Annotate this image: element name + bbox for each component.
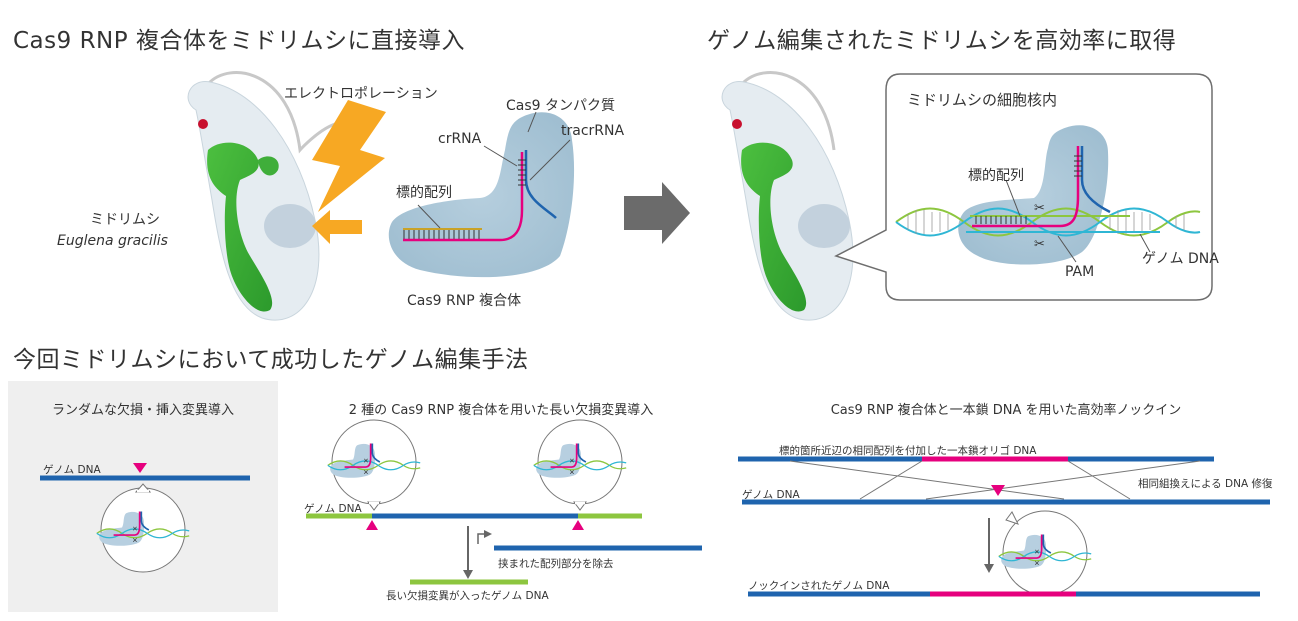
panel2-genome-label: ゲノム DNA — [304, 503, 362, 515]
panel1-title: ランダムな欠損・挿入変異導入 — [51, 403, 234, 418]
label-rnp-complex: Cas9 RNP 複合体 — [407, 293, 522, 309]
label-target-seq-left: 標的配列 — [396, 185, 452, 201]
label-electroporation: エレクトロポレーション — [284, 86, 438, 102]
panel2-removed-label: 挟まれた配列部分を除去 — [498, 558, 614, 570]
panel2-result-label: 長い欠損変異が入ったゲノム DNA — [386, 590, 549, 602]
label-crrna: crRNA — [438, 131, 482, 147]
label-cas9-protein: Cas9 タンパク質 — [506, 98, 616, 114]
eyespot — [198, 119, 208, 129]
scissors-icon-bottom: ✂ — [1034, 237, 1045, 252]
panel3-oligo-label: 標的箇所近辺の相同配列を付加した一本鎖オリゴ DNA — [779, 445, 1037, 457]
svg-text:✕: ✕ — [569, 457, 575, 465]
label-pam: PAM — [1065, 264, 1095, 280]
title-methods: 今回ミドリムシにおいて成功したゲノム編集手法 — [13, 347, 529, 373]
title-right: ゲノム編集されたミドリムシを高効率に取得 — [707, 28, 1177, 54]
euglena-cell-left — [187, 71, 336, 321]
panel3-title: Cas9 RNP 複合体と一本鎖 DNA を用いた高効率ノックイン — [830, 403, 1182, 418]
electroporation-bolt — [312, 100, 386, 244]
process-arrow — [624, 182, 690, 244]
title-left: Cas9 RNP 複合体をミドリムシに直接導入 — [13, 28, 465, 54]
label-tracrrna: tracrRNA — [561, 123, 625, 139]
label-nucleus: ミドリムシの細胞核内 — [907, 91, 1058, 109]
scissors-icon-top: ✂ — [1034, 201, 1045, 216]
panel1-genome-label: ゲノム DNA — [43, 464, 101, 476]
svg-text:✕: ✕ — [363, 457, 369, 465]
label-euglena-jp: ミドリムシ — [90, 212, 160, 228]
panel3-hr-label: 相同組換えによる DNA 修復 — [1138, 478, 1273, 490]
panel3-knockin-label: ノックインされたゲノム DNA — [748, 580, 890, 592]
panel3-genome-label: ゲノム DNA — [742, 489, 800, 501]
top-illustration: ✂ ✂ — [187, 71, 1213, 321]
svg-text:✕: ✕ — [363, 469, 369, 477]
panel2-title: 2 種の Cas9 RNP 複合体を用いた長い欠損変異導入 — [348, 403, 654, 418]
cas9-rnp-complex-left — [388, 111, 575, 278]
svg-text:✕: ✕ — [1034, 548, 1040, 556]
label-target-seq-right: 標的配列 — [968, 168, 1024, 184]
label-euglena-latin: Euglena gracilis — [57, 233, 168, 249]
svg-text:✕: ✕ — [1034, 560, 1040, 568]
euglena-cell-right — [721, 71, 854, 321]
svg-text:✕: ✕ — [569, 469, 575, 477]
cas9-rnp-complex-nucleus: ✂ ✂ — [895, 125, 1201, 265]
label-genome-dna-top: ゲノム DNA — [1142, 251, 1219, 267]
nucleus-callout — [834, 73, 1213, 301]
